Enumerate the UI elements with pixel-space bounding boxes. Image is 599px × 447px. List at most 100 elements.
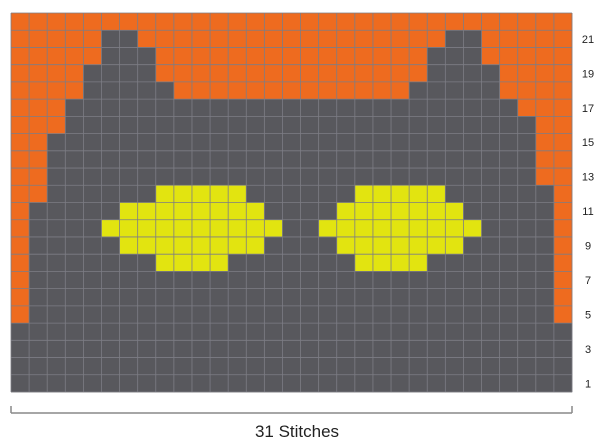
- stitch-cell-gray: [391, 375, 409, 393]
- stitch-cell-orange: [301, 82, 319, 100]
- stitch-cell-orange: [301, 65, 319, 83]
- stitch-cell-gray: [409, 358, 427, 376]
- stitch-cell-gray: [83, 323, 101, 341]
- stitch-cell-gray: [373, 271, 391, 289]
- stitch-cell-gray: [101, 323, 119, 341]
- stitch-cell-orange: [65, 13, 83, 31]
- stitch-cell-orange: [373, 13, 391, 31]
- stitch-cell-gray: [445, 289, 463, 307]
- stitch-cell-gray: [138, 116, 156, 134]
- stitch-cell-yellow: [427, 237, 445, 255]
- stitch-cell-gray: [319, 168, 337, 186]
- stitch-cell-orange: [319, 30, 337, 48]
- stitch-cell-yellow: [246, 237, 264, 255]
- stitch-cell-orange: [65, 65, 83, 83]
- stitch-cell-gray: [427, 323, 445, 341]
- stitch-cell-yellow: [373, 203, 391, 221]
- stitch-cell-gray: [536, 237, 554, 255]
- stitch-cell-yellow: [120, 237, 138, 255]
- stitch-cell-yellow: [427, 185, 445, 203]
- stitch-cell-gray: [101, 237, 119, 255]
- stitch-cell-gray: [47, 323, 65, 341]
- stitch-cell-orange: [29, 13, 47, 31]
- stitch-cell-gray: [355, 99, 373, 117]
- stitch-cell-gray: [192, 134, 210, 152]
- stitch-cell-gray: [337, 306, 355, 324]
- stitch-cell-gray: [337, 151, 355, 169]
- stitch-cell-gray: [138, 306, 156, 324]
- stitch-cell-gray: [500, 358, 518, 376]
- stitch-cell-gray: [355, 358, 373, 376]
- stitch-cell-orange: [11, 220, 29, 238]
- stitch-cell-gray: [47, 185, 65, 203]
- stitch-cell-gray: [174, 375, 192, 393]
- stitch-cell-gray: [373, 375, 391, 393]
- stitch-cell-gray: [228, 168, 246, 186]
- stitch-cell-gray: [463, 306, 481, 324]
- stitch-cell-gray: [65, 289, 83, 307]
- stitch-cell-gray: [282, 151, 300, 169]
- stitch-cell-gray: [373, 306, 391, 324]
- stitch-cell-gray: [500, 99, 518, 117]
- stitch-cell-orange: [264, 30, 282, 48]
- stitch-cell-gray: [29, 358, 47, 376]
- stitch-cell-orange: [29, 30, 47, 48]
- stitch-cell-gray: [210, 375, 228, 393]
- stitch-cell-gray: [65, 185, 83, 203]
- stitch-cell-orange: [120, 13, 138, 31]
- stitch-cell-orange: [518, 30, 536, 48]
- stitch-cell-gray: [500, 134, 518, 152]
- stitch-cell-gray: [518, 237, 536, 255]
- stitch-cell-gray: [536, 289, 554, 307]
- stitch-cell-gray: [500, 323, 518, 341]
- stitch-cell-gray: [500, 271, 518, 289]
- stitch-cell-orange: [554, 203, 572, 221]
- stitch-cell-gray: [83, 254, 101, 272]
- stitch-cell-orange: [536, 65, 554, 83]
- stitch-cell-gray: [120, 306, 138, 324]
- stitch-cell-gray: [282, 168, 300, 186]
- stitch-cell-yellow: [391, 237, 409, 255]
- stitch-cell-orange: [29, 99, 47, 117]
- stitch-cell-gray: [301, 340, 319, 358]
- stitch-cell-gray: [445, 340, 463, 358]
- stitch-cell-orange: [156, 13, 174, 31]
- stitch-cell-yellow: [373, 237, 391, 255]
- stitch-cell-yellow: [192, 237, 210, 255]
- stitch-cell-gray: [282, 237, 300, 255]
- row-label: 5: [585, 309, 591, 321]
- stitch-cell-orange: [355, 47, 373, 65]
- stitch-cell-gray: [482, 358, 500, 376]
- stitch-cell-gray: [427, 271, 445, 289]
- stitch-cell-orange: [264, 13, 282, 31]
- stitch-cell-gray: [65, 220, 83, 238]
- stitch-cell-gray: [29, 323, 47, 341]
- stitch-cell-gray: [319, 375, 337, 393]
- stitch-cell-gray: [138, 134, 156, 152]
- stitch-cell-gray: [83, 151, 101, 169]
- stitch-cell-orange: [192, 30, 210, 48]
- stitch-cell-gray: [210, 289, 228, 307]
- stitch-cell-gray: [228, 289, 246, 307]
- stitch-cell-gray: [518, 116, 536, 134]
- stitch-cell-gray: [373, 116, 391, 134]
- stitch-cell-gray: [264, 323, 282, 341]
- stitch-cell-orange: [482, 13, 500, 31]
- stitch-cell-gray: [228, 151, 246, 169]
- stitch-cell-yellow: [174, 203, 192, 221]
- stitch-cell-gray: [337, 375, 355, 393]
- stitch-cell-gray: [337, 168, 355, 186]
- stitch-cell-gray: [536, 271, 554, 289]
- stitch-cell-gray: [463, 47, 481, 65]
- stitch-cell-yellow: [373, 220, 391, 238]
- stitch-cell-gray: [83, 271, 101, 289]
- stitch-cell-gray: [319, 306, 337, 324]
- stitch-cell-orange: [228, 47, 246, 65]
- stitch-cell-orange: [409, 65, 427, 83]
- stitch-cell-gray: [101, 134, 119, 152]
- stitch-cell-gray: [373, 99, 391, 117]
- stitch-cell-gray: [282, 306, 300, 324]
- stitch-cell-orange: [156, 30, 174, 48]
- stitch-cell-gray: [101, 116, 119, 134]
- stitch-cell-gray: [482, 185, 500, 203]
